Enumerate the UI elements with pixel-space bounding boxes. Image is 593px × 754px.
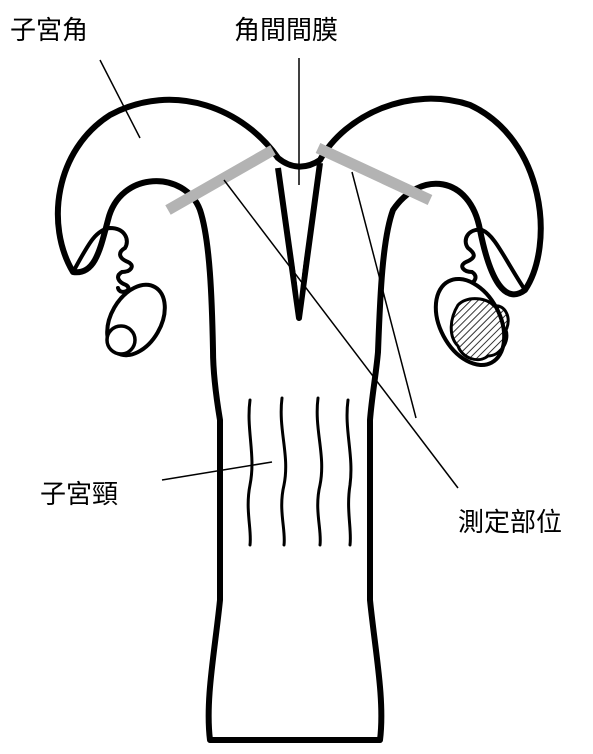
leader-site-left [224,180,458,488]
cervical-fold-1 [248,400,252,545]
marker-right [318,148,430,200]
cervical-fold-3 [317,398,322,545]
corpus-luteum-right [451,299,508,360]
leader-site-right [352,172,416,418]
cervical-fold-4 [347,400,351,545]
follicle-left [107,326,135,354]
leader-horn [100,60,140,138]
label-cervix: 子宮頸 [40,482,118,508]
label-intercornual-septum: 角間間膜 [234,18,338,44]
ovary-left [95,275,176,366]
label-uterine-horn: 子宮角 [10,18,88,44]
cervical-fold-2 [281,398,286,545]
label-measurement-site: 測定部位 [458,510,562,536]
marker-left [168,150,273,210]
